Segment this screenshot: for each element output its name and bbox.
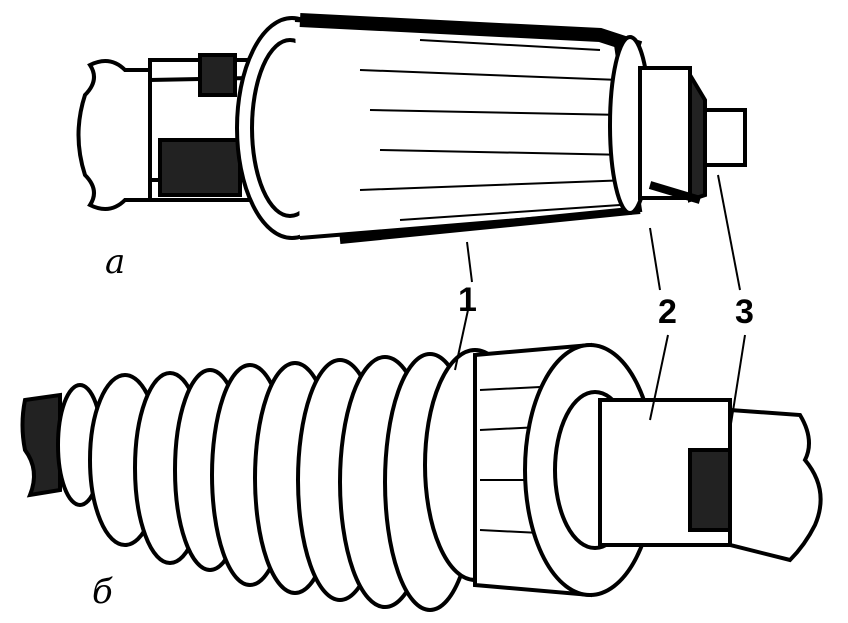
callout-3: 3 xyxy=(735,293,754,331)
roll-a xyxy=(76,13,747,244)
panel-label-a: а xyxy=(105,242,126,282)
panel-label-b: б xyxy=(92,572,113,612)
leader-lines xyxy=(454,174,746,431)
roll-b xyxy=(20,342,823,612)
callout-2: 2 xyxy=(658,293,677,331)
callout-1: 1 xyxy=(458,281,477,319)
